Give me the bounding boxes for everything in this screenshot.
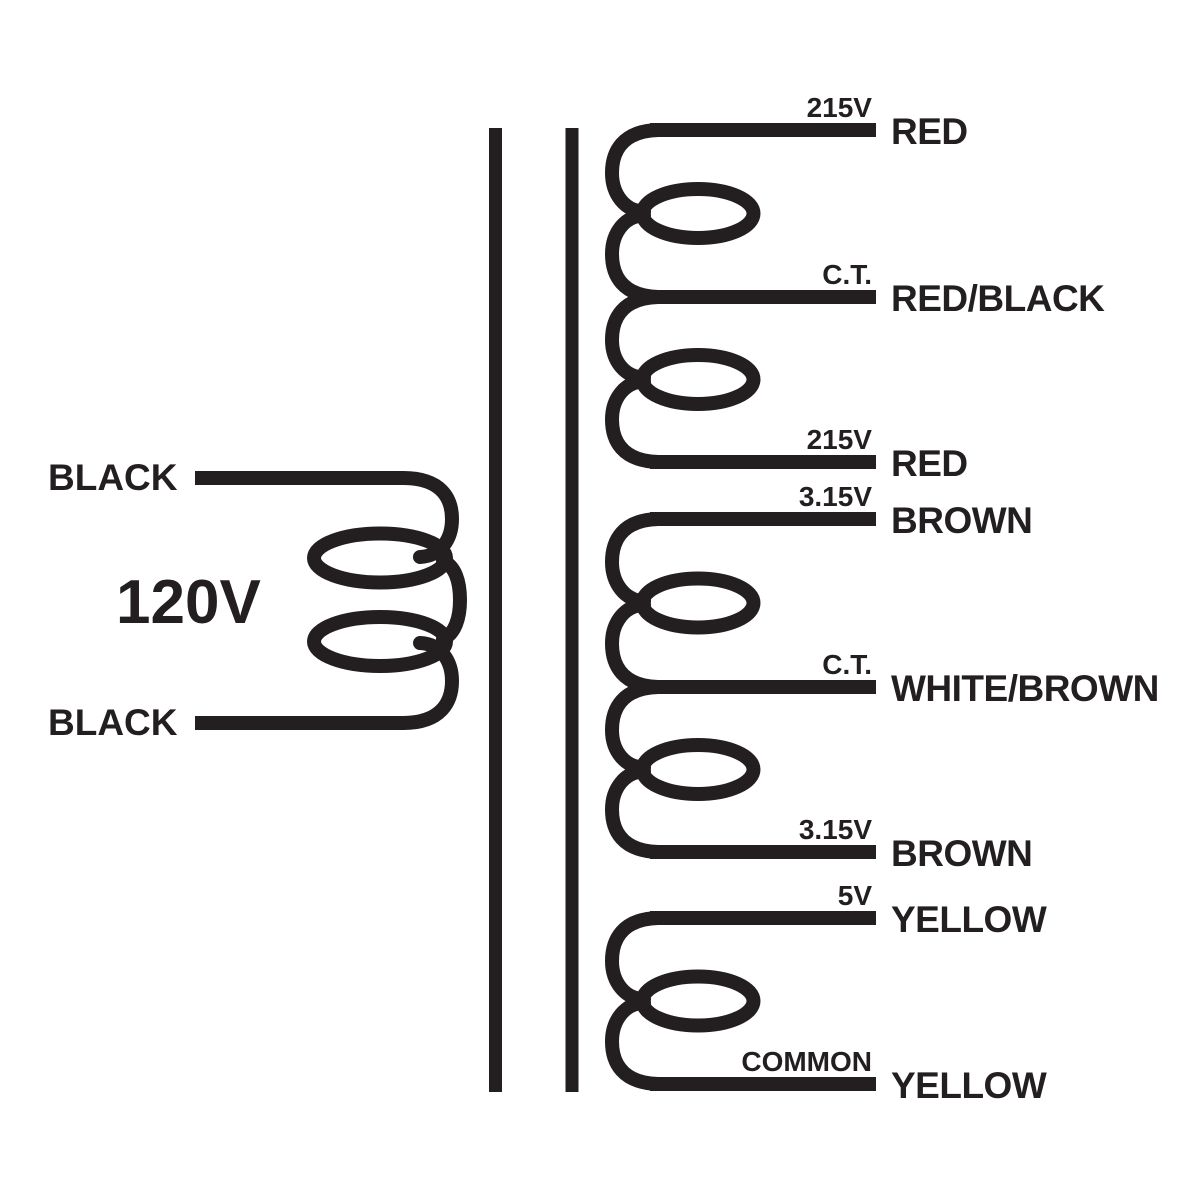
secondary-3-lead-2-tap-label: COMMON: [741, 1046, 872, 1077]
primary-winding: [195, 471, 467, 730]
secondary-1-lead-2-tap-label: C.T.: [822, 259, 872, 290]
transformer-core: [489, 128, 579, 1092]
secondary-1-coil-arc-1: [605, 123, 665, 219]
primary-coil-loop-2: [307, 610, 453, 673]
wiring-layer: [195, 123, 876, 1092]
secondary-3-lead-2-wire-label: YELLOW: [891, 1065, 1047, 1106]
secondary-1-coil-loop-2: [635, 348, 761, 411]
secondary-3-lead-1-wire-label: YELLOW: [891, 899, 1047, 940]
secondary-2-lead-2-tap-label: C.T.: [822, 649, 872, 680]
primary-coil-arc-bottom: [396, 636, 459, 730]
secondary-1-lead-2-wire-label: RED/BLACK: [891, 278, 1105, 319]
secondary-2-lead-1-wire-label: BROWN: [891, 500, 1032, 541]
secondary-3-coil-loop-1: [635, 969, 761, 1033]
primary-voltage-label: 120V: [116, 568, 261, 637]
primary-lead-bottom-label: BLACK: [48, 702, 178, 743]
secondary-1-lead-1-wire-label: RED: [891, 111, 968, 152]
secondary-winding-3: [605, 911, 876, 1091]
secondary-1-lead-3-tap-label: 215V: [807, 424, 873, 455]
secondary-3-coil-arc-2: [605, 996, 665, 1091]
secondary-2-lead-3-wire-label: BROWN: [891, 833, 1032, 874]
secondary-winding-2: [605, 512, 876, 859]
secondary-1-lead-3-wire-label: RED: [891, 443, 968, 484]
secondary-2-coil-arc-4: [605, 764, 665, 859]
secondary-3-coil-arc-1: [605, 911, 665, 1006]
primary-lead-top-label: BLACK: [48, 457, 178, 498]
secondary-3-lead-1-tap-label: 5V: [838, 880, 873, 911]
label-layer: BLACK 120V BLACK 215V RED C.T. RED/BLACK…: [48, 92, 1159, 1106]
secondary-1-coil-arc-2: [605, 208, 665, 304]
secondary-winding-1: [605, 123, 876, 469]
secondary-2-coil-loop-2: [635, 738, 761, 801]
secondary-2-lead-2-wire-label: WHITE/BROWN: [891, 668, 1159, 709]
secondary-1-lead-1-tap-label: 215V: [807, 92, 873, 123]
secondary-2-coil-arc-2: [605, 598, 665, 694]
secondary-1-coil-arc-4: [605, 374, 665, 469]
secondary-1-coil-loop-1: [635, 182, 761, 245]
secondary-1-coil-arc-3: [605, 290, 665, 385]
secondary-2-lead-3-tap-label: 3.15V: [799, 814, 872, 845]
secondary-2-lead-1-tap-label: 3.15V: [799, 481, 872, 512]
secondary-2-coil-arc-3: [605, 680, 665, 775]
secondary-2-coil-arc-1: [605, 512, 665, 608]
primary-coil-arc-middle: [436, 554, 467, 646]
secondary-2-coil-loop-1: [635, 571, 761, 635]
